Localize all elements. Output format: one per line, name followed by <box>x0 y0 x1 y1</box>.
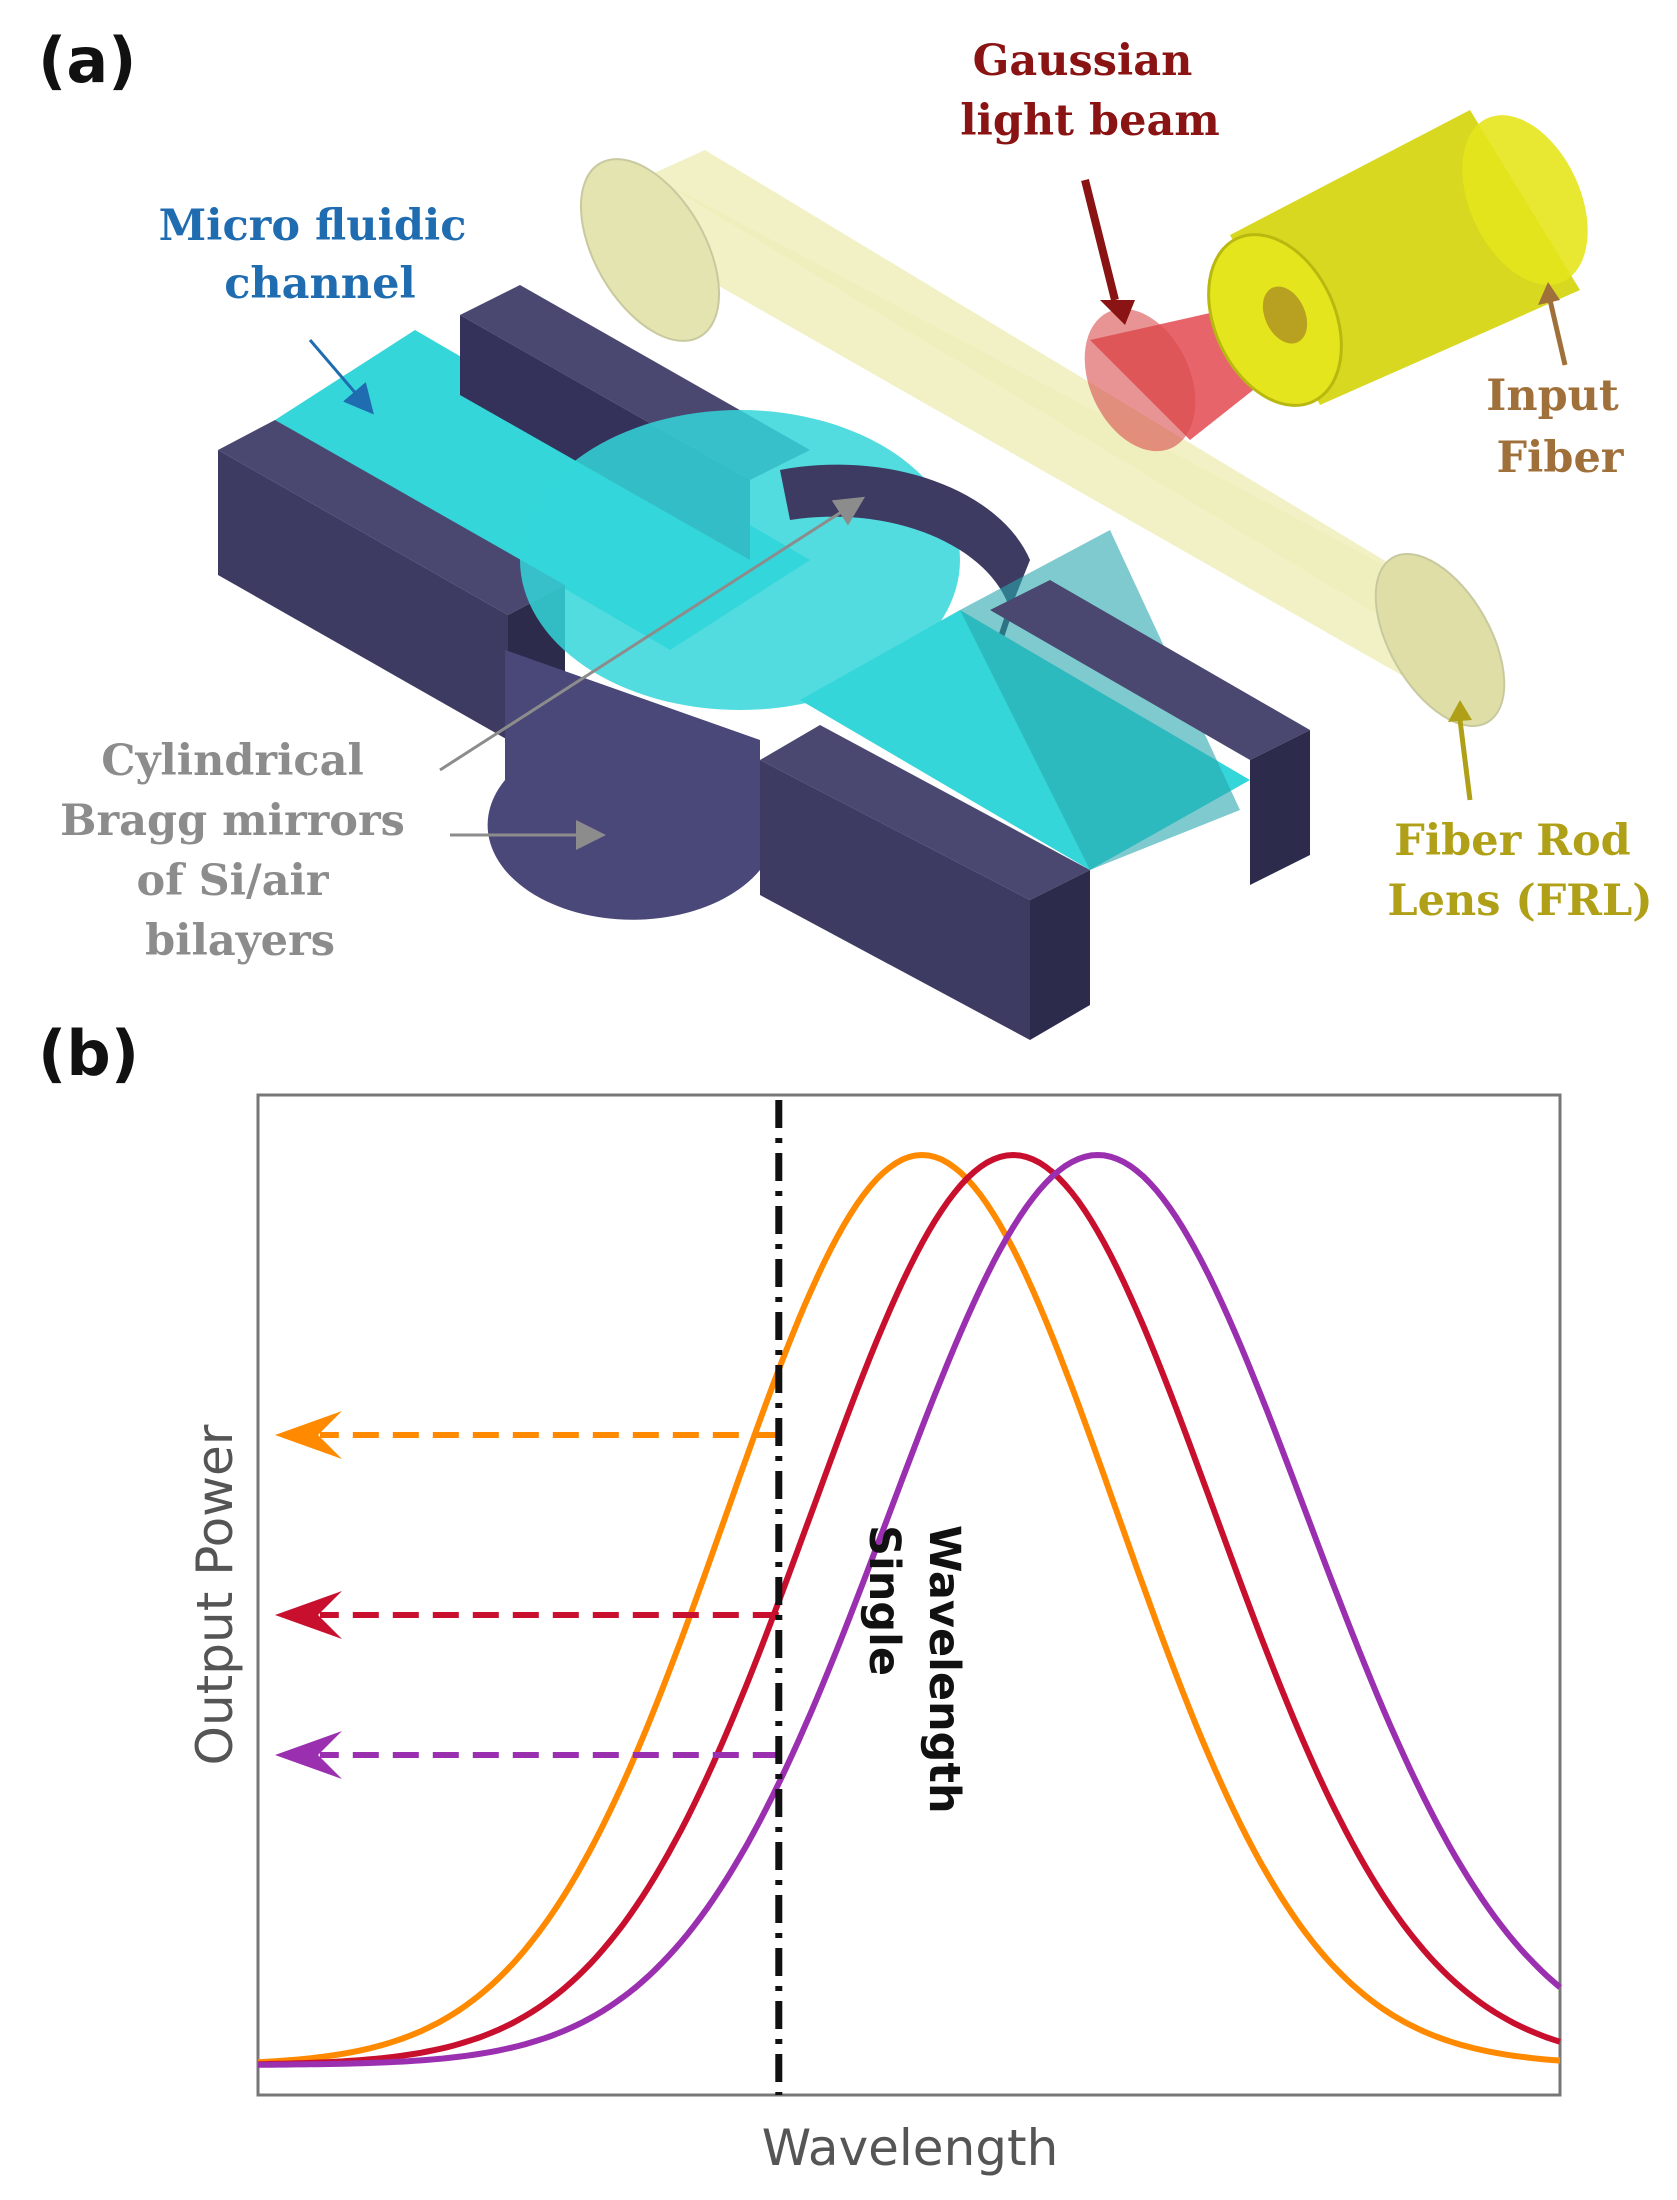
single-wavelength-label: Single Wavelength <box>859 1525 969 1814</box>
plot-frame <box>256 1093 1562 2097</box>
frl-arrowhead <box>1448 700 1472 722</box>
fiber-back-end <box>1462 115 1588 285</box>
readout-arrowhead-2 <box>275 1591 342 1639</box>
rod-lens-front-end <box>1374 553 1506 727</box>
panel-a-label: (a) <box>38 24 137 97</box>
gaussian-label: Gaussian light beam <box>960 36 1220 146</box>
gaussian-arrow <box>1081 179 1119 301</box>
input-fiber-label: Input Fiber <box>1486 371 1634 483</box>
input-fiber <box>1207 110 1588 407</box>
right-front-block-top <box>760 725 1090 900</box>
input-fiber-arrow <box>1547 299 1568 366</box>
gaussian-arrowhead <box>1100 300 1135 325</box>
bragg-cylinder-body <box>487 650 760 920</box>
microfluidic-label: Micro fluidic channel <box>159 201 482 309</box>
chart-readout-arrows <box>275 1411 779 1779</box>
left-front-block-top <box>218 420 565 615</box>
frl-label: Fiber Rod Lens (FRL) <box>1387 816 1652 926</box>
fiber-core <box>1262 286 1308 344</box>
rod-lens-body-fill <box>612 175 1450 680</box>
bragg-label: Cylindrical Bragg mirrors of Si/air bila… <box>60 736 420 966</box>
panel-b-label: (b) <box>38 1017 139 1090</box>
frl-arrow <box>1457 719 1473 801</box>
spectrum-curve-2 <box>257 1151 1561 2068</box>
input-fiber-arrowhead <box>1538 282 1560 305</box>
right-front-block-end <box>1030 870 1090 1040</box>
readout-arrowhead-1 <box>275 1411 342 1459</box>
spectrum-curve-3 <box>258 1151 1562 2068</box>
right-back-block-front <box>1250 730 1310 885</box>
left-front-block-front <box>218 450 508 740</box>
y-axis-label: Output Power <box>186 1424 244 1765</box>
spectrum-curve-1 <box>257 1151 1561 2066</box>
chart-curves <box>257 1151 1562 2068</box>
beam-spot <box>1084 308 1196 452</box>
readout-arrowhead-3 <box>275 1731 342 1779</box>
bragg-arrow-1 <box>439 496 866 772</box>
rod-lens-back-end <box>579 158 721 342</box>
x-axis-label: Wavelength <box>762 2119 1059 2177</box>
fiber-rod-lens <box>579 150 1506 727</box>
right-back-block-top <box>990 580 1310 760</box>
microfluidic-arrow <box>308 339 374 415</box>
right-front-block-front <box>760 760 1030 1040</box>
